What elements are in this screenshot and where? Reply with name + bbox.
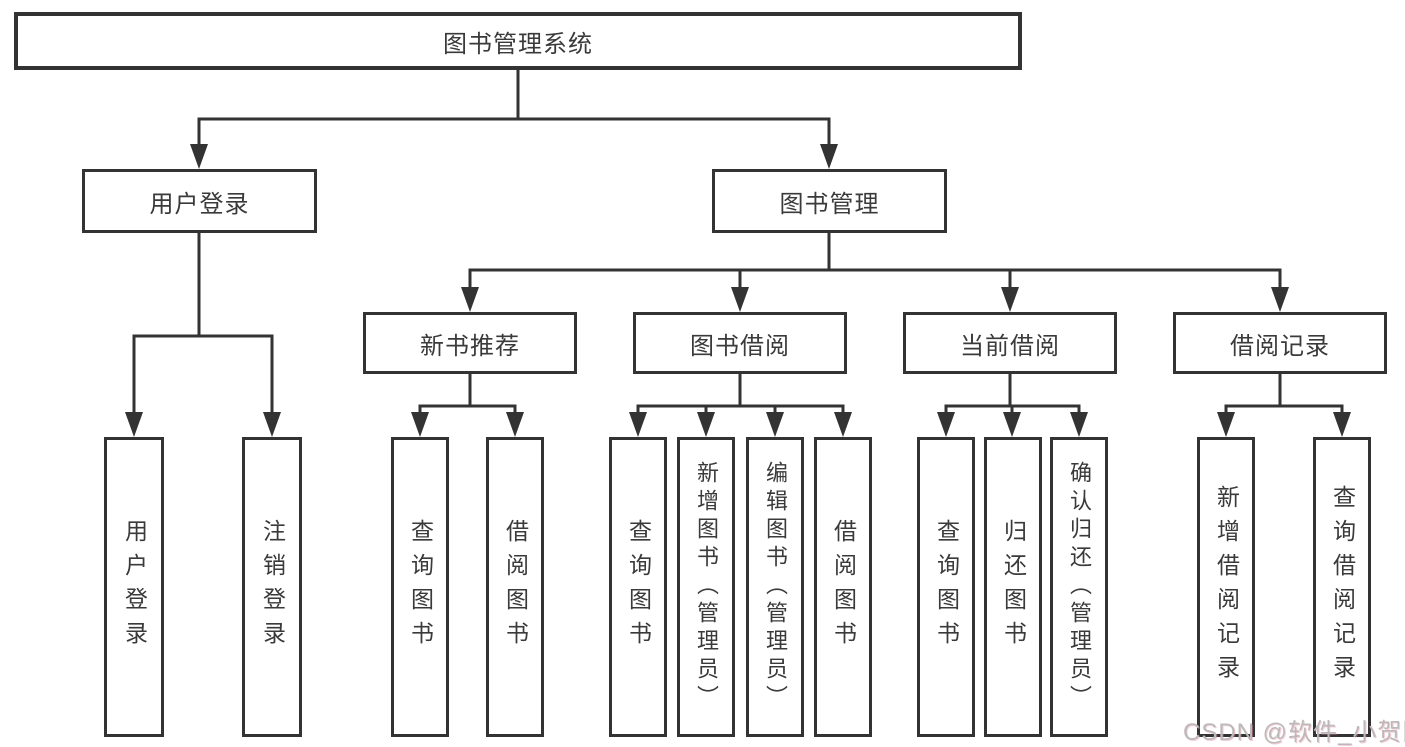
node-label: 查询图书 [625, 519, 652, 655]
connector-user-login-to-leaves [132, 233, 274, 418]
arrowhead-down-icon [125, 412, 143, 437]
arrowhead-down-icon [697, 412, 715, 437]
connector-book-mgmt-to-level3 [468, 233, 1282, 294]
connector-root-to-level2 [197, 70, 831, 150]
node-leaf-add-borrow-record: 新增借阅记录 [1197, 437, 1255, 737]
node-label: 查询图书 [933, 519, 960, 655]
node-leaf-logout: 注销登录 [242, 437, 302, 737]
arrowhead-down-icon [1001, 287, 1019, 312]
node-label: 新书推荐 [420, 332, 520, 360]
node-leaf-query-books-2: 查询图书 [609, 437, 667, 737]
node-label: 图书借阅 [690, 332, 790, 360]
node-label: 借阅记录 [1230, 332, 1330, 360]
node-label: 归还图书 [1000, 519, 1027, 655]
node-leaf-borrow-books-1: 借阅图书 [486, 437, 544, 737]
arrowhead-down-icon [1271, 287, 1289, 312]
node-root-system: 图书管理系统 [14, 12, 1022, 70]
node-label: 查询借阅记录 [1329, 485, 1356, 689]
arrowhead-down-icon [1070, 412, 1088, 437]
connector-book-borrow-to-leaves [636, 374, 845, 418]
connector-new-book-rec-to-leaves [418, 374, 517, 418]
connector-borrow-records-to-leaves [1224, 374, 1344, 418]
node-leaf-borrow-books-2: 借阅图书 [814, 437, 872, 737]
node-label: 图书管理 [779, 190, 880, 218]
node-leaf-query-borrow-record: 查询借阅记录 [1313, 437, 1371, 737]
node-label: 借阅图书 [502, 519, 529, 655]
node-leaf-edit-books-admin: 编辑图书（管理员） [746, 437, 804, 737]
arrowhead-down-icon [820, 144, 838, 169]
node-label: 图书管理系统 [443, 30, 593, 58]
node-current-borrowing: 当前借阅 [903, 312, 1117, 374]
arrowhead-down-icon [766, 412, 784, 437]
arrowhead-down-icon [1333, 412, 1351, 437]
arrowhead-down-icon [506, 412, 524, 437]
node-label: 确认归还（管理员） [1067, 461, 1092, 713]
arrowhead-down-icon [263, 412, 281, 437]
node-label: 用户登录 [121, 519, 148, 655]
node-leaf-user-login: 用户登录 [104, 437, 164, 737]
node-leaf-return-books: 归还图书 [984, 437, 1042, 737]
arrowhead-down-icon [411, 412, 429, 437]
node-label: 借阅图书 [830, 519, 857, 655]
arrowhead-down-icon [190, 144, 208, 169]
node-user-login: 用户登录 [82, 169, 317, 233]
node-book-borrowing: 图书借阅 [633, 312, 847, 374]
node-label: 注销登录 [259, 519, 286, 655]
arrowhead-down-icon [834, 412, 852, 437]
csdn-watermark: CSDN @软件_小贺同学 [1183, 719, 1405, 746]
node-leaf-add-books-admin: 新增图书（管理员） [677, 437, 735, 737]
connector-current-borrow-to-leaves [944, 374, 1081, 418]
arrowhead-down-icon [731, 287, 749, 312]
arrowhead-down-icon [1217, 412, 1235, 437]
node-borrowing-records: 借阅记录 [1173, 312, 1387, 374]
arrowhead-down-icon [1003, 412, 1021, 437]
node-new-book-recommend: 新书推荐 [363, 312, 577, 374]
arrowhead-down-icon [937, 412, 955, 437]
node-book-management: 图书管理 [712, 169, 947, 233]
node-leaf-query-books-1: 查询图书 [391, 437, 449, 737]
arrowhead-down-icon [461, 287, 479, 312]
node-label: 查询图书 [407, 519, 434, 655]
node-label: 编辑图书（管理员） [763, 461, 788, 713]
node-label: 新增图书（管理员） [694, 461, 719, 713]
node-label: 当前借阅 [960, 332, 1060, 360]
node-label: 新增借阅记录 [1213, 485, 1240, 689]
node-leaf-confirm-return-admin: 确认归还（管理员） [1050, 437, 1108, 737]
arrowhead-down-icon [629, 412, 647, 437]
node-label: 用户登录 [149, 190, 250, 218]
node-leaf-query-books-3: 查询图书 [917, 437, 975, 737]
